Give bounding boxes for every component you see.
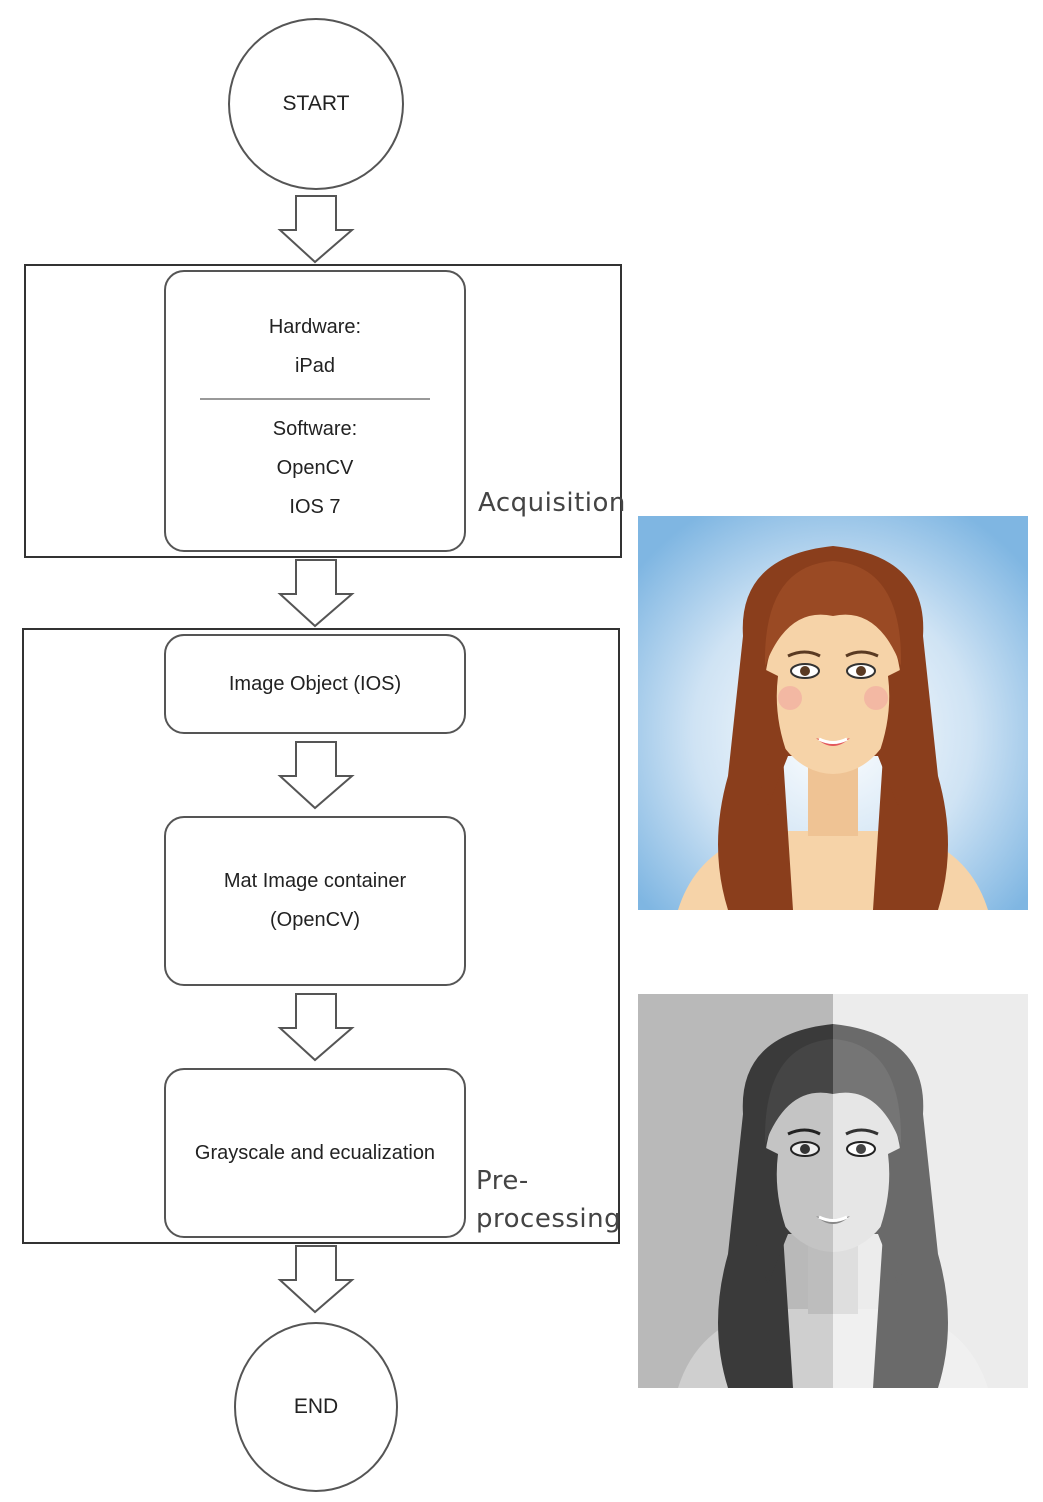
preprocessing-label-line1: Pre- — [476, 1166, 529, 1196]
mat-image-box: Mat Image container (OpenCV) — [164, 816, 466, 986]
grayscale-face-image — [638, 994, 1028, 1388]
start-label: START — [282, 92, 350, 115]
divider — [200, 398, 430, 400]
acquisition-label: Acquisition — [478, 488, 626, 518]
color-face-image — [638, 516, 1028, 910]
software-value-opencv: OpenCV — [276, 457, 354, 479]
down-arrow-icon — [277, 993, 355, 1062]
end-node: END — [234, 1322, 398, 1492]
mat-image-label: Mat Image container — [223, 870, 407, 892]
mat-image-sublabel: (OpenCV) — [269, 909, 361, 931]
down-arrow-icon — [277, 559, 355, 628]
grayscale-portrait-illustration — [638, 994, 1028, 1388]
software-title: Software: — [272, 418, 358, 440]
down-arrow-icon — [277, 1245, 355, 1314]
preprocessing-label: Pre- processing — [476, 1162, 621, 1238]
down-arrow-icon — [277, 195, 355, 264]
start-node: START — [228, 18, 404, 190]
preprocessing-label-line2: processing — [476, 1204, 622, 1234]
image-object-box: Image Object (IOS) — [164, 634, 466, 734]
hardware-value: iPad — [294, 355, 336, 377]
down-arrow-icon — [277, 741, 355, 810]
hardware-title: Hardware: — [268, 316, 362, 338]
image-object-label: Image Object (IOS) — [228, 672, 402, 695]
acquisition-box: Hardware: iPad Software: OpenCV IOS 7 — [164, 270, 466, 552]
grayscale-box: Grayscale and ecualization — [164, 1068, 466, 1238]
woman-portrait-illustration — [638, 516, 1028, 910]
end-label: END — [293, 1395, 339, 1418]
software-value-ios: IOS 7 — [289, 496, 341, 518]
grayscale-label: Grayscale and ecualization — [194, 1141, 436, 1164]
